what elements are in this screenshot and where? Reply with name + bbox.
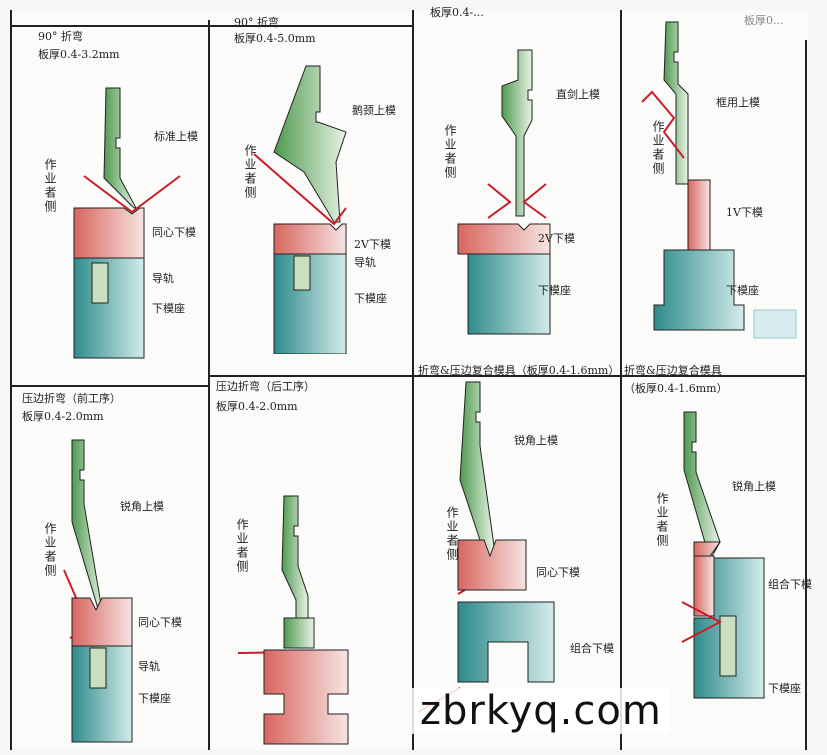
callout-label: 导轨 xyxy=(138,660,160,673)
callout-label: 同心下模 xyxy=(536,566,580,579)
operator-side-label: 作业者侧 xyxy=(651,120,665,176)
callout-label: 下模座 xyxy=(138,692,171,705)
callout-label: 组合下模 xyxy=(570,642,614,655)
panel-title: 折弯&压边复合模具 xyxy=(624,364,722,377)
guide-rail xyxy=(89,647,107,689)
panel-straight-sword: 板厚0.4-... 作业者侧 直剑上模 2V下模 下模座 xyxy=(418,4,618,364)
callout-label: 2V下模 xyxy=(538,232,575,245)
panel-title: 90° 折弯 xyxy=(38,30,83,43)
panel-title: 90° 折弯 xyxy=(234,16,279,29)
callout-label: 鹅颈上模 xyxy=(352,104,396,117)
operator-side-label: 作业者侧 xyxy=(655,492,669,548)
callout-label: 下模座 xyxy=(538,284,571,297)
die-base xyxy=(73,257,145,359)
callout-label: 锐角上模 xyxy=(514,434,558,447)
upper-die xyxy=(71,439,105,623)
guide-rail xyxy=(91,262,109,304)
operator-side-label: 作业者侧 xyxy=(443,124,457,180)
callout-label: 2V下模 xyxy=(354,238,391,251)
callout-label: 导轨 xyxy=(354,256,376,269)
upper-die xyxy=(281,495,309,647)
panel-combo-die-a: 折弯&压边复合模具（板厚0.4-1.6mm） 作业者侧 锐角上模 同心下模 组合… xyxy=(418,362,620,722)
callout-label: 同心下模 xyxy=(152,226,196,239)
die-diagram xyxy=(73,87,181,359)
lower-die xyxy=(693,555,715,617)
panel-spec: 板厚0.4-3.2mm xyxy=(38,48,120,61)
panel-spec: 板厚0.4-5.0mm xyxy=(234,32,316,45)
panel-hem-front: 压边折弯（前工序） 板厚0.4-2.0mm 作业者侧 锐角上模 同心下模 导轨 … xyxy=(14,390,214,750)
upper-die xyxy=(501,49,533,217)
panel-spec: 板厚0.4-... xyxy=(430,6,484,19)
panel-90-bend-gooseneck: 90° 折弯 板厚0.4-5.0mm 作业者侧 鹅颈上模 2V下模 导轨 下模座 xyxy=(214,14,414,374)
panel-spec: 板厚0.4-2.0mm xyxy=(22,410,104,423)
sheet-metal xyxy=(487,183,547,219)
lower-die xyxy=(687,179,711,251)
row-divider xyxy=(12,385,210,387)
bolt xyxy=(719,615,737,677)
die-diagram xyxy=(641,21,797,339)
upper-die xyxy=(663,21,689,185)
column-divider xyxy=(412,10,414,750)
lower-die xyxy=(457,223,551,255)
upper-die xyxy=(103,87,137,209)
panel-title: 压边折弯（前工序） xyxy=(22,392,121,405)
panel-90-bend-standard: 90° 折弯 板厚0.4-3.2mm 作业者侧 标准上模 同心下模 导轨 下模座 xyxy=(14,28,214,388)
panel-hem-back: 压边折弯（后工序） 板厚0.4-2.0mm 作业者侧 xyxy=(214,378,414,745)
callout-label: 同心下模 xyxy=(138,616,182,629)
sheet-metal xyxy=(681,601,723,643)
die-base-partial xyxy=(753,309,797,339)
die-base xyxy=(653,249,745,331)
guide-rail xyxy=(293,255,311,291)
upper-die xyxy=(683,411,721,562)
callout-label: 下模座 xyxy=(354,292,387,305)
operator-side-label: 作业者侧 xyxy=(243,144,257,200)
callout-label: 下模座 xyxy=(726,284,759,297)
operator-side-label: 作业者侧 xyxy=(43,158,57,214)
panel-frame-die: 板厚0... 作业者侧 框用上模 1V下模 下模座 xyxy=(624,10,824,370)
sheet-metal xyxy=(253,153,347,226)
die-diagram xyxy=(681,411,765,699)
die-diagram xyxy=(63,439,133,743)
operator-side-label: 作业者侧 xyxy=(445,506,459,562)
sheet-metal xyxy=(83,175,181,214)
callout-label: 标准上模 xyxy=(154,130,198,143)
die-base xyxy=(467,253,551,335)
lower-die xyxy=(73,207,145,259)
callout-label: 下模座 xyxy=(152,302,185,315)
die-diagram xyxy=(457,49,551,335)
row-divider xyxy=(12,25,412,27)
die-diagram xyxy=(237,495,349,745)
combination-die xyxy=(457,601,555,683)
callout-label: 直剑上模 xyxy=(556,88,600,101)
operator-side-label: 作业者侧 xyxy=(43,522,57,578)
column-divider xyxy=(620,10,622,750)
panel-spec: 板厚0.4-2.0mm xyxy=(216,400,298,413)
panel-title: 折弯&压边复合模具（板厚0.4-1.6mm） xyxy=(418,364,620,377)
panel-spec: （板厚0.4-1.6mm） xyxy=(624,382,728,395)
callout-label: 锐角上模 xyxy=(120,500,164,513)
upper-die-tip xyxy=(283,617,315,649)
die-diagram xyxy=(418,381,555,713)
panel-combo-die-b: 折弯&压边复合模具 （板厚0.4-1.6mm） 作业者侧 锐角上模 组合下模 下… xyxy=(624,362,824,722)
row-divider xyxy=(210,375,805,377)
document-sheet xyxy=(10,10,807,750)
callout-label: 导轨 xyxy=(152,272,174,285)
lower-die xyxy=(457,539,527,591)
lower-die xyxy=(263,649,349,745)
callout-label: 组合下模 xyxy=(768,578,812,591)
callout-label: 框用上模 xyxy=(716,96,760,109)
panel-spec: 板厚0... xyxy=(744,14,784,27)
die-diagram xyxy=(253,65,347,354)
operator-side-label: 作业者侧 xyxy=(235,518,249,574)
lower-die xyxy=(71,597,133,647)
panel-title: 压边折弯（后工序） xyxy=(216,380,315,393)
callout-label: 1V下模 xyxy=(726,206,763,219)
column-divider xyxy=(805,40,807,750)
sheet-metal xyxy=(641,90,685,159)
upper-die xyxy=(273,65,347,223)
callout-label: 锐角上模 xyxy=(732,480,776,493)
watermark: zbrkyq.com xyxy=(412,688,670,734)
callout-label: 下模座 xyxy=(768,682,801,695)
